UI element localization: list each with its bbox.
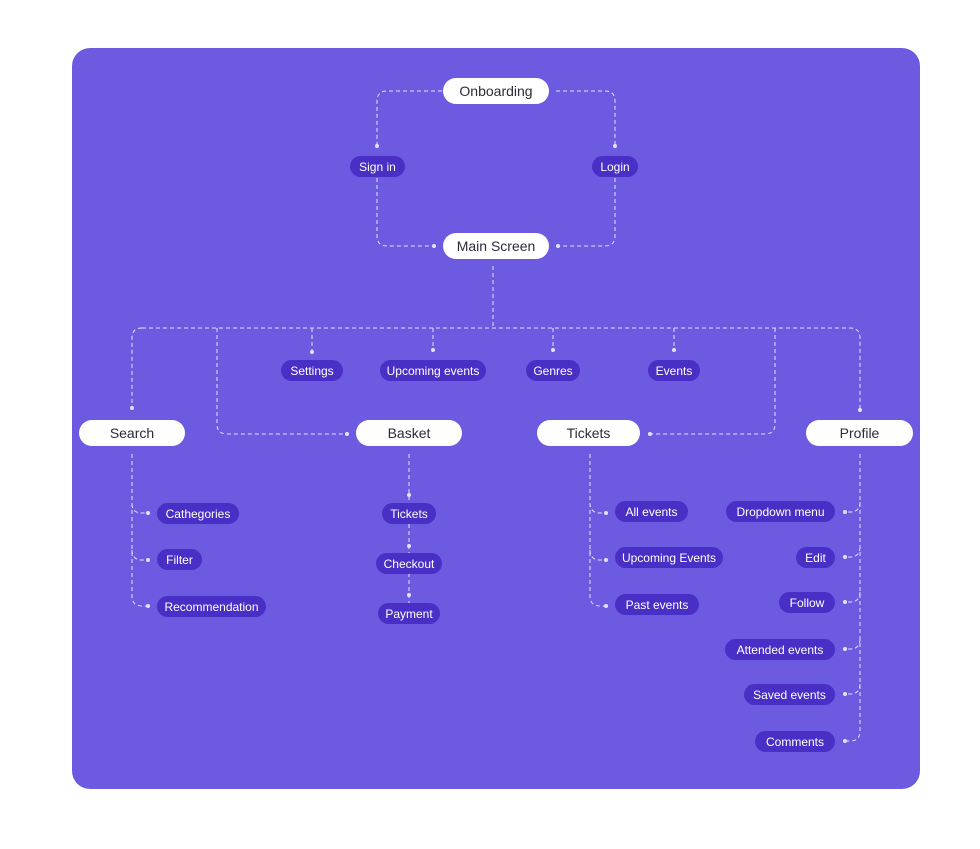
node-sign-in[interactable]: Sign in <box>350 156 405 177</box>
node-basket-tickets[interactable]: Tickets <box>382 503 436 524</box>
node-settings[interactable]: Settings <box>281 360 343 381</box>
node-dropdown-menu[interactable]: Dropdown menu <box>726 501 835 522</box>
node-all-events[interactable]: All events <box>615 501 688 522</box>
node-main-screen[interactable]: Main Screen <box>443 233 549 259</box>
node-onboarding[interactable]: Onboarding <box>443 78 549 104</box>
node-login[interactable]: Login <box>592 156 638 177</box>
sitemap-board <box>72 48 920 789</box>
node-recommendation[interactable]: Recommendation <box>157 596 266 617</box>
node-upcoming-events-tickets[interactable]: Upcoming Events <box>615 547 723 568</box>
node-genres[interactable]: Genres <box>526 360 580 381</box>
node-payment[interactable]: Payment <box>378 603 440 624</box>
node-upcoming-events[interactable]: Upcoming events <box>380 360 486 381</box>
node-follow[interactable]: Follow <box>779 592 835 613</box>
node-past-events[interactable]: Past events <box>615 594 699 615</box>
node-events[interactable]: Events <box>648 360 700 381</box>
node-edit[interactable]: Edit <box>796 547 835 568</box>
node-comments[interactable]: Comments <box>755 731 835 752</box>
node-saved-events[interactable]: Saved events <box>744 684 835 705</box>
node-profile[interactable]: Profile <box>806 420 913 446</box>
node-cathegories[interactable]: Cathegories <box>157 503 239 524</box>
node-tickets[interactable]: Tickets <box>537 420 640 446</box>
node-search[interactable]: Search <box>79 420 185 446</box>
node-checkout[interactable]: Checkout <box>376 553 442 574</box>
node-attended-events[interactable]: Attended events <box>725 639 835 660</box>
node-basket[interactable]: Basket <box>356 420 462 446</box>
node-filter[interactable]: Filter <box>157 549 202 570</box>
